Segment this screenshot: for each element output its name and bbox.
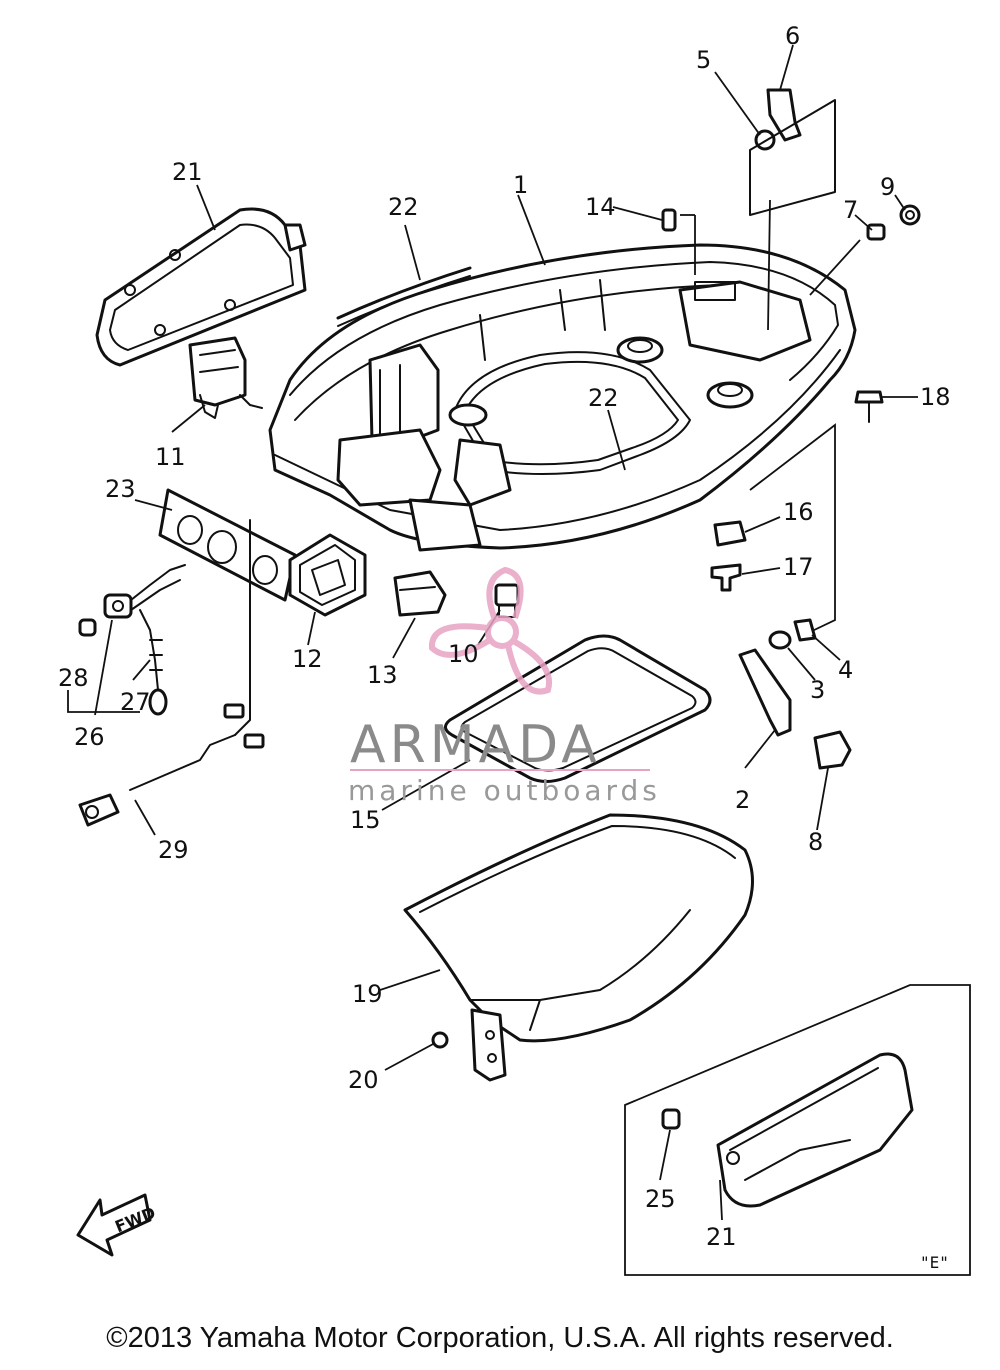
grommet-16-17 — [710, 520, 747, 592]
callout-21-top: 21 — [172, 158, 203, 186]
watermark-logo: ARMADA marine outboards — [348, 566, 661, 807]
callout-9: 9 — [880, 173, 895, 201]
inset-label: "E" — [920, 1253, 949, 1272]
fwd-arrow-icon: FWD — [76, 1193, 158, 1257]
callout-27: 27 — [120, 688, 151, 716]
callout-18: 18 — [920, 383, 951, 411]
callout-14: 14 — [585, 193, 616, 221]
bracket-2-3-4-8 — [738, 618, 852, 770]
callout-26: 26 — [74, 723, 105, 751]
gasket-15 — [444, 634, 712, 783]
callout-22-top: 22 — [388, 193, 419, 221]
grommet-12 — [288, 533, 367, 617]
inset-box-e — [624, 984, 971, 1276]
side-cover-left — [95, 207, 307, 367]
callout-1: 1 — [513, 171, 528, 199]
leader-lines — [67, 44, 918, 1221]
callout-22-center: 22 — [588, 384, 619, 412]
callout-2: 2 — [735, 786, 750, 814]
callout-15: 15 — [350, 806, 381, 834]
callout-17: 17 — [783, 553, 814, 581]
callout-13: 13 — [367, 661, 398, 689]
callout-4: 4 — [838, 656, 853, 684]
callout-28: 28 — [58, 664, 89, 692]
callout-5: 5 — [696, 46, 711, 74]
callout-6: 6 — [785, 22, 800, 50]
watermark-text: ARMADA — [350, 715, 601, 775]
callout-10: 10 — [448, 640, 479, 668]
screw-20 — [431, 1031, 449, 1049]
part-11-bracket — [188, 336, 263, 419]
copyright-notice: ©2013 Yamaha Motor Corporation, U.S.A. A… — [106, 1322, 894, 1354]
callout-12: 12 — [292, 645, 323, 673]
callout-11: 11 — [155, 443, 186, 471]
switch-assembly — [78, 519, 265, 827]
bottom-cowling — [268, 243, 857, 552]
part-13 — [393, 570, 447, 617]
plate-23 — [158, 488, 297, 602]
callout-20: 20 — [348, 1066, 379, 1094]
callout-21-inset: 21 — [706, 1223, 737, 1251]
callout-23: 23 — [105, 475, 136, 503]
seal-strip-22 — [336, 266, 472, 320]
callout-3: 3 — [810, 676, 825, 704]
lower-cover-19 — [403, 813, 754, 1082]
callout-labels: 1 2 3 4 5 6 7 8 9 10 11 12 13 14 15 16 1… — [58, 22, 951, 1272]
callout-25: 25 — [645, 1185, 676, 1213]
callout-29: 29 — [158, 836, 189, 864]
propeller-icon — [429, 566, 552, 695]
callout-16: 16 — [783, 498, 814, 526]
watermark-subtext: marine outboards — [348, 774, 661, 807]
callout-8: 8 — [808, 828, 823, 856]
callout-7: 7 — [843, 196, 858, 224]
callout-19: 19 — [352, 980, 383, 1008]
